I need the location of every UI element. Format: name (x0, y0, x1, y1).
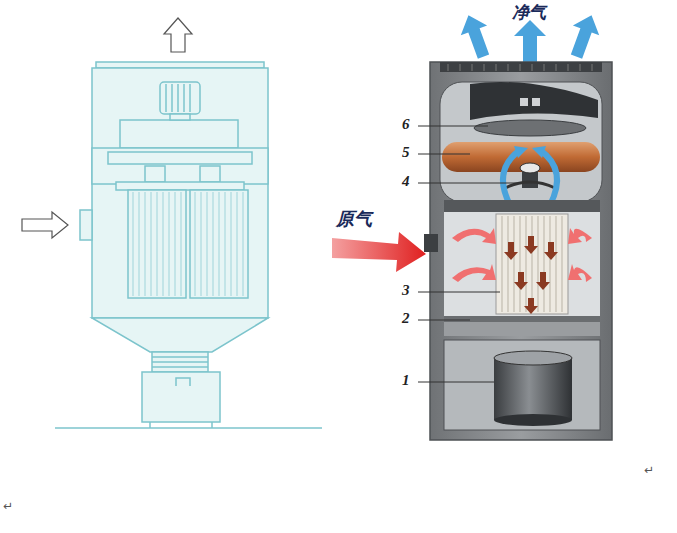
callout-number: 3 (402, 282, 410, 299)
callout-number: 4 (402, 173, 410, 190)
callout-number: 1 (402, 372, 410, 389)
inlet-label: 原气 (336, 210, 372, 230)
callout-number: 5 (402, 144, 410, 161)
paragraph-mark: ↵ (644, 464, 654, 477)
paragraph-mark: ↵ (3, 500, 13, 513)
callout-number: 2 (402, 310, 410, 327)
outlet-label: 净气 (512, 4, 546, 23)
callout-number: 6 (402, 116, 410, 133)
